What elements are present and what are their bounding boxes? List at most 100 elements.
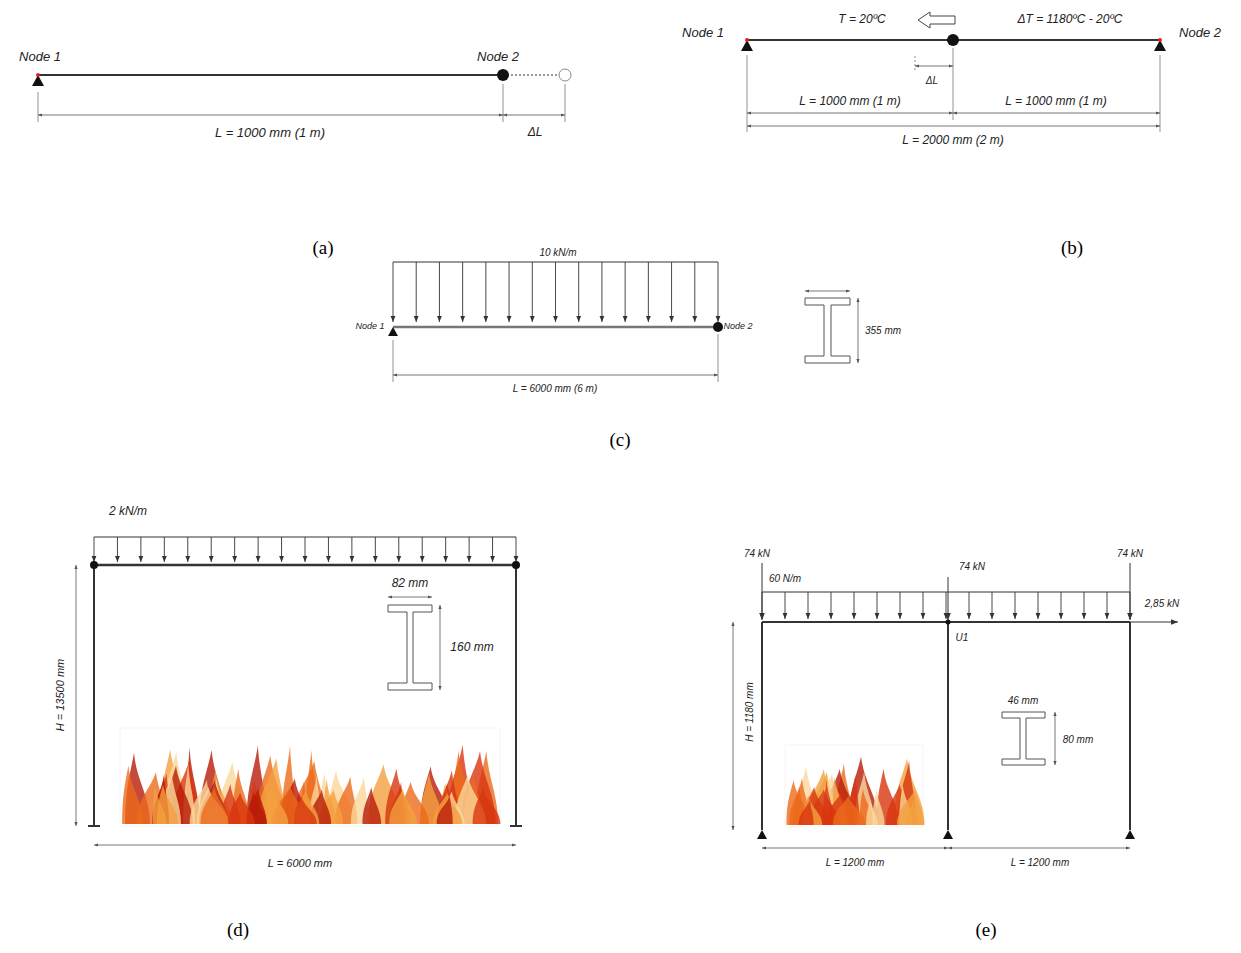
load-arrow <box>1107 592 1108 619</box>
load-arrow <box>718 262 719 322</box>
load-arrow <box>281 537 282 562</box>
load-arrow <box>234 537 235 562</box>
load-arrow <box>375 537 376 562</box>
load-arrow <box>462 262 463 322</box>
load-arrow <box>351 537 352 562</box>
node-name: Node 2 <box>477 50 519 64</box>
load-arrow <box>785 592 786 619</box>
node-name: Node 1 <box>682 26 724 40</box>
load-arrow <box>923 592 924 619</box>
load-arrow <box>555 262 556 322</box>
load-label: 2 kN/m <box>109 505 147 518</box>
fire-flame <box>473 788 501 824</box>
dimension-label: H = 13500 mm <box>54 659 66 731</box>
fire-flame <box>294 790 319 824</box>
fire-flame <box>201 788 229 824</box>
dimension-label: L = 6000 mm (6 m) <box>513 383 598 394</box>
load-arrow <box>445 537 446 562</box>
panel-caption: (e) <box>975 920 996 941</box>
load-label: 60 N/m <box>769 573 801 584</box>
fire-flame <box>153 786 167 824</box>
dimension-label: 80 mm <box>1063 734 1094 745</box>
dimension-label: L = 6000 mm <box>268 857 332 869</box>
load-arrow <box>140 537 141 562</box>
fire-flame <box>228 793 255 824</box>
load-label: 74 kN <box>1117 548 1143 559</box>
load-arrow <box>648 262 649 322</box>
load-arrow <box>258 537 259 562</box>
load-arrow <box>1084 592 1085 619</box>
panel-caption: (c) <box>609 430 630 451</box>
dimension-label: 46 mm <box>1008 695 1039 706</box>
load-arrow <box>946 592 947 619</box>
load-arrow <box>625 262 626 322</box>
dimension-label: L = 1000 mm (1 m) <box>1005 95 1106 108</box>
fire-flame <box>798 800 813 825</box>
load-arrow <box>992 592 993 619</box>
load-arrow <box>671 262 672 322</box>
load-arrow <box>854 592 855 619</box>
node-name: Node 1 <box>355 322 384 332</box>
fire-flame <box>437 796 453 824</box>
load-arrow <box>1038 592 1039 619</box>
load-arrow <box>398 537 399 562</box>
dimension-label: ΔL <box>926 75 938 86</box>
panel-c <box>388 262 858 382</box>
load-arrow <box>1015 592 1016 619</box>
load-arrow <box>422 537 423 562</box>
panel-b <box>741 12 1166 132</box>
load-arrow <box>211 537 212 562</box>
load-arrow <box>393 262 394 322</box>
fire-flame <box>907 799 919 825</box>
load-arrow <box>831 592 832 619</box>
load-label: 74 kN <box>959 561 985 572</box>
load-arrow <box>164 537 165 562</box>
load-label: 10 kN/m <box>539 247 576 258</box>
load-label: 74 kN <box>744 548 770 559</box>
load-arrow <box>305 537 306 562</box>
load-arrow <box>578 262 579 322</box>
fire-flame <box>294 796 317 824</box>
load-label: 2,85 kN <box>1145 598 1179 609</box>
load-arrow <box>492 537 493 562</box>
fire-flame <box>833 796 866 825</box>
fire-flame <box>389 789 417 824</box>
dimension-label: 82 mm <box>392 577 429 590</box>
load-arrow <box>532 262 533 322</box>
load-arrow <box>601 262 602 322</box>
load-arrow <box>328 537 329 562</box>
node-name: Node 1 <box>19 50 61 64</box>
load-arrow <box>187 537 188 562</box>
load-arrow <box>485 262 486 322</box>
fire-flame <box>197 787 229 824</box>
load-arrow <box>516 537 517 562</box>
dimension-label: L = 1200 mm <box>1011 857 1069 868</box>
panel-caption: (b) <box>1061 238 1083 259</box>
load-arrow <box>469 537 470 562</box>
panel-caption: (a) <box>312 238 333 259</box>
temperature-label: ΔT = 1180ºC - 20ºC <box>1018 13 1123 26</box>
temperature-label: T = 20ºC <box>838 13 885 26</box>
fire-flame <box>433 793 462 824</box>
fire-flame <box>363 787 382 824</box>
dimension-label: L = 1000 mm (1 m) <box>215 126 325 140</box>
load-arrow <box>439 262 440 322</box>
node-name: Node 2 <box>723 322 752 332</box>
load-arrow <box>900 592 901 619</box>
panel-e <box>733 563 1178 848</box>
load-arrow <box>969 592 970 619</box>
load-arrow <box>94 537 95 562</box>
dimension-label: L = 1200 mm <box>826 857 884 868</box>
dimension-label: 160 mm <box>450 641 493 654</box>
dimension-label: 355 mm <box>865 325 901 336</box>
dimension-label: H = 1180 mm <box>744 682 755 742</box>
point-label: U1 <box>956 632 969 643</box>
node-name: Node 2 <box>1179 26 1221 40</box>
dimension-label: ΔL <box>528 126 543 139</box>
load-arrow <box>694 262 695 322</box>
load-arrow <box>877 592 878 619</box>
panel-caption: (d) <box>227 920 249 941</box>
